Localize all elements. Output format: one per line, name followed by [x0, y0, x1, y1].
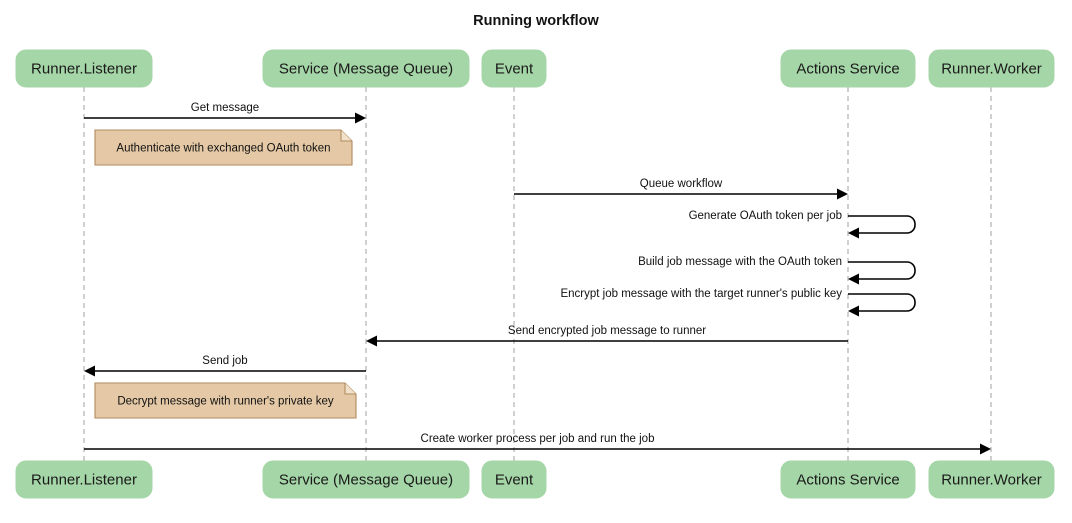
arrowhead: [366, 335, 377, 347]
participant-label: Service (Message Queue): [279, 471, 453, 488]
message-label: Build job message with the OAuth token: [638, 256, 842, 268]
message-label: Send job: [202, 355, 247, 367]
participant-runner-worker-header[interactable]: Runner.Worker: [928, 49, 1055, 88]
participant-box: [262, 49, 470, 88]
self-loop-line: [848, 293, 916, 312]
participant-label: Runner.Listener: [31, 60, 137, 77]
message-create-worker[interactable]: Create worker process per job and run th…: [84, 433, 991, 455]
participant-runner-listener-header[interactable]: Runner.Listener: [15, 49, 153, 88]
participant-event-header[interactable]: Event: [481, 49, 547, 88]
message-label: Generate OAuth token per job: [689, 210, 842, 222]
participant-box: [15, 49, 153, 88]
message-encrypt-job[interactable]: Encrypt job message with the target runn…: [560, 288, 916, 317]
arrowhead: [848, 305, 859, 317]
message-label: Encrypt job message with the target runn…: [560, 288, 842, 300]
message-queue-workflow[interactable]: Queue workflow: [514, 178, 848, 200]
participant-box: [15, 460, 153, 499]
note-fold-corner-icon: [340, 130, 352, 142]
participant-label: Runner.Listener: [31, 471, 137, 488]
participant-box: [928, 460, 1055, 499]
participant-label: Event: [495, 471, 534, 488]
participant-runner-listener-footer[interactable]: Runner.Listener: [15, 460, 153, 499]
arrowhead: [837, 188, 848, 200]
participant-label: Actions Service: [796, 471, 899, 488]
message-label: Queue workflow: [640, 178, 723, 190]
participant-box: [928, 49, 1055, 88]
note-authenticate: Authenticate with exchanged OAuth token: [94, 129, 353, 166]
participant-label: Actions Service: [796, 60, 899, 77]
arrowhead: [84, 365, 95, 377]
notes-layer: Authenticate with exchanged OAuth tokenD…: [94, 129, 357, 419]
participant-service-mq-footer[interactable]: Service (Message Queue): [262, 460, 470, 499]
participant-box: [780, 460, 916, 499]
arrowhead: [848, 227, 859, 239]
participant-box: [262, 460, 470, 499]
arrowhead: [355, 112, 366, 124]
note-decrypt: Decrypt message with runner's private ke…: [94, 382, 357, 419]
participant-event-footer[interactable]: Event: [481, 460, 547, 499]
participant-label: Runner.Worker: [941, 471, 1042, 488]
message-build-job-message[interactable]: Build job message with the OAuth token: [638, 256, 916, 285]
message-get-message[interactable]: Get message: [84, 102, 366, 124]
message-generate-token[interactable]: Generate OAuth token per job: [689, 210, 916, 239]
participant-actions-service-footer[interactable]: Actions Service: [780, 460, 916, 499]
message-label: Send encrypted job message to runner: [508, 325, 706, 337]
message-label: Get message: [191, 102, 259, 114]
note-fold-corner-icon: [344, 383, 356, 395]
participant-label: Service (Message Queue): [279, 60, 453, 77]
diagram-title: Running workflow: [473, 13, 599, 29]
participant-label: Runner.Worker: [941, 60, 1042, 77]
note-label: Authenticate with exchanged OAuth token: [116, 143, 330, 155]
note-label: Decrypt message with runner's private ke…: [117, 396, 334, 408]
message-send-encrypted[interactable]: Send encrypted job message to runner: [366, 325, 848, 347]
self-loop-line: [848, 261, 916, 280]
participant-actions-service-header[interactable]: Actions Service: [780, 49, 916, 88]
note-body: [94, 129, 353, 166]
participant-box: [481, 49, 547, 88]
arrowhead: [848, 273, 859, 285]
self-loop-line: [848, 215, 916, 234]
message-label: Create worker process per job and run th…: [421, 433, 655, 445]
participant-service-mq-header[interactable]: Service (Message Queue): [262, 49, 470, 88]
participant-box: [780, 49, 916, 88]
message-send-job[interactable]: Send job: [84, 355, 366, 377]
participant-box: [481, 460, 547, 499]
arrowhead: [980, 443, 991, 455]
note-body: [94, 382, 357, 419]
participant-label: Event: [495, 60, 534, 77]
participant-runner-worker-footer[interactable]: Runner.Worker: [928, 460, 1055, 499]
